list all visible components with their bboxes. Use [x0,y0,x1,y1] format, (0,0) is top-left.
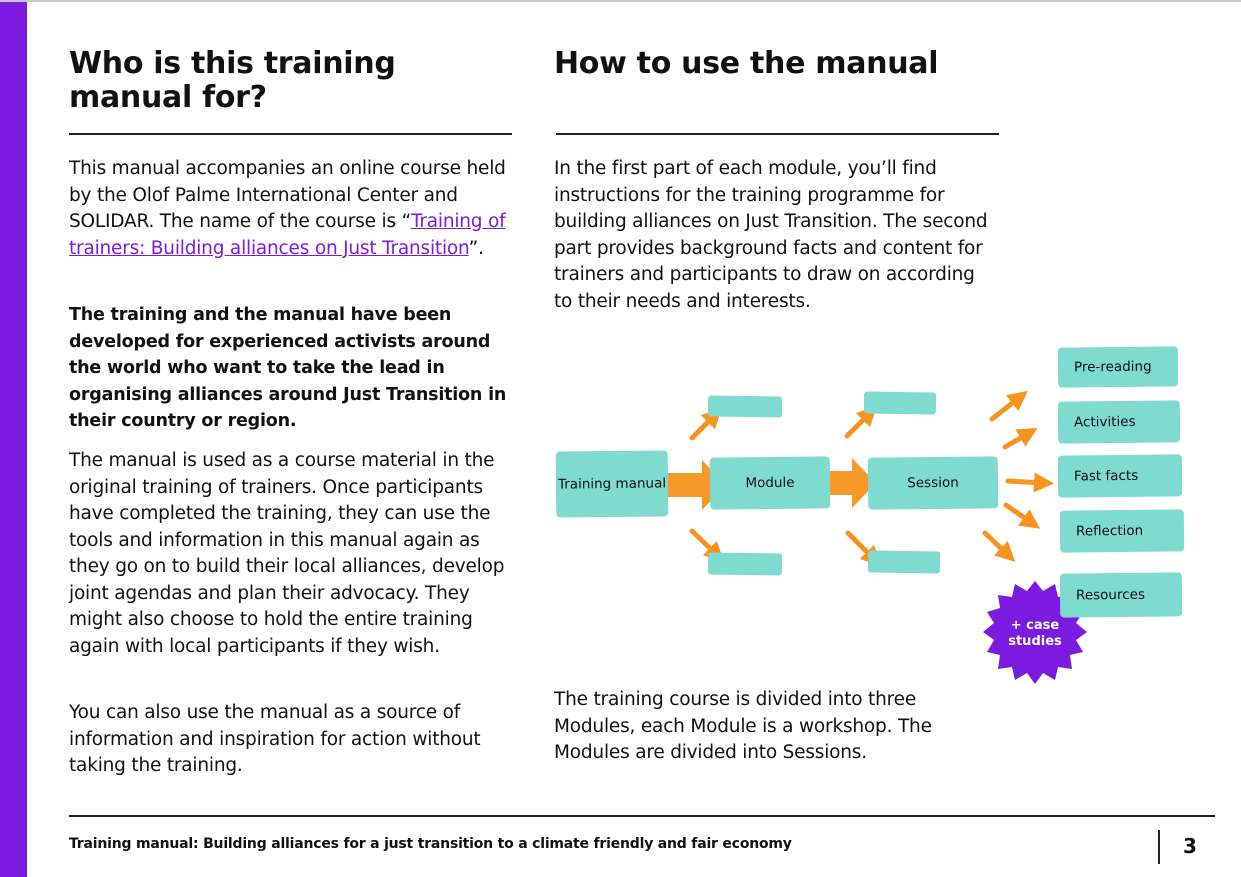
session-empty-box-bottom [867,550,941,574]
right-heading-rule [556,133,999,135]
left-heading: Who is this training manual for? [69,46,396,115]
left-heading-rule [69,133,512,135]
course-division-paragraph: The training course is divided into thre… [554,689,932,763]
arrow-fan-5 [982,530,1016,562]
course-link[interactable]: Training of trainers: Building alliances… [69,211,506,259]
intro-end: ”. [468,237,484,259]
module-box: Module [709,456,831,510]
top-border [0,0,1241,2]
intro-text: This manual accompanies an online course… [69,158,506,232]
sidebar-accent-bar [0,2,27,877]
course-material-paragraph: The manual is used as a course material … [69,450,505,657]
arrow-down-1 [689,528,725,562]
page-number: 3 [1183,834,1197,858]
session-box: Session [867,456,999,510]
module-empty-box-bottom [707,552,783,576]
reflection-box: Reflection [1059,509,1185,553]
manual-structure-diagram: Training manual Module Session Pre-readi… [552,335,1192,695]
how-to-paragraph: In the first part of each module, you’ll… [554,158,988,312]
arrow-fan-4 [1003,502,1041,529]
fast-facts-box: Fast facts [1057,454,1183,498]
training-manual-box: Training manual [555,450,669,518]
arrow-fan-3 [1005,472,1054,493]
right-heading: How to use the manual [554,46,939,81]
arrow-fan-1 [989,390,1028,422]
footer-rule [69,815,1215,817]
arrow-fan-2 [1002,427,1038,450]
module-empty-box-top [707,395,783,418]
session-empty-box-top [863,391,937,415]
inspiration-paragraph: You can also use the manual as a source … [69,702,481,776]
footer-title: Training manual: Building alliances for … [69,836,792,852]
case-studies-seal-label: + case studies [1008,618,1062,649]
activities-box: Activities [1057,400,1181,444]
resources-box: Resources [1059,572,1183,618]
arrow-up-1 [689,407,723,441]
main-arrow-module-to-session [820,458,876,508]
footer-separator [1158,830,1160,864]
bold-paragraph: The training and the manual have been de… [69,305,507,431]
intro-paragraph: This manual accompanies an online course… [69,156,509,262]
arrow-up-2 [844,405,878,439]
pre-reading-box: Pre-reading [1057,346,1179,388]
